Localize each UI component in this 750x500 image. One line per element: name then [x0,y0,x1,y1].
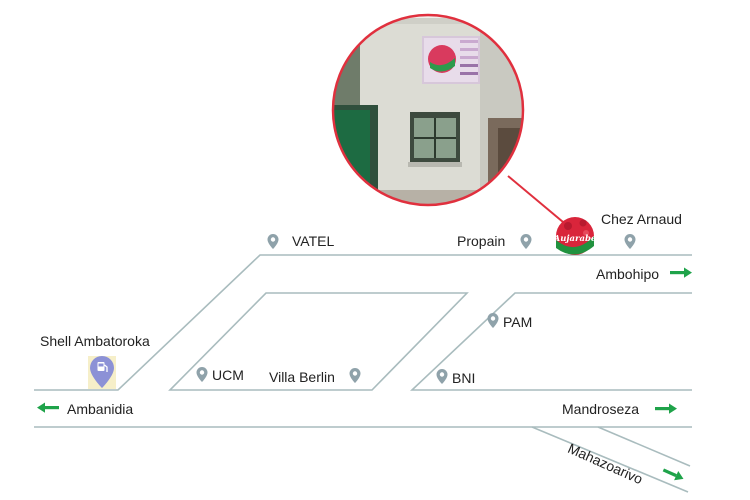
label-vatel: VATEL [292,233,335,249]
label-villa-berlin: Villa Berlin [269,369,335,385]
logo-text: Aujarabe [553,234,597,244]
map-pin-icon-vatel [267,234,279,249]
road-mahazoarivo [531,426,689,493]
pins [196,234,636,384]
gas-station-icon [88,356,116,389]
callout-line [507,175,564,223]
map-pin-icon-pam [487,313,499,328]
road-pam-loop [409,292,692,391]
road-inner-loop [168,292,469,391]
arrow-icon-mahazoarivo [662,468,684,481]
map-pin-icon-ucm [196,367,208,382]
arrows [37,267,692,481]
road-upper-left [34,254,692,391]
arrow-icon-mandroseza [655,403,677,414]
map-pin-icon-bni [436,369,448,384]
map-pin-icon-chez-arnaud [624,234,636,249]
label-shell: Shell Ambatoroka [40,333,150,349]
label-pam: PAM [503,314,533,330]
map-pin-icon-propain [520,234,532,249]
label-mandroseza: Mandroseza [562,401,640,417]
label-propain: Propain [457,233,506,249]
store-logo: Aujarabe [553,217,597,255]
map-pin-icon-villa-berlin [349,368,361,383]
arrow-icon-ambanidia [37,402,59,413]
label-ambanidia: Ambanidia [67,401,134,417]
road-mahazoarivo-branch [597,426,691,467]
roads [34,254,692,493]
label-chez-arnaud: Chez Arnaud [601,211,682,227]
label-ucm: UCM [212,367,244,383]
storefront-photo [331,13,525,207]
arrow-icon-ambohipo [670,267,692,278]
label-ambohipo: Ambohipo [596,266,660,282]
label-bni: BNI [452,370,476,386]
